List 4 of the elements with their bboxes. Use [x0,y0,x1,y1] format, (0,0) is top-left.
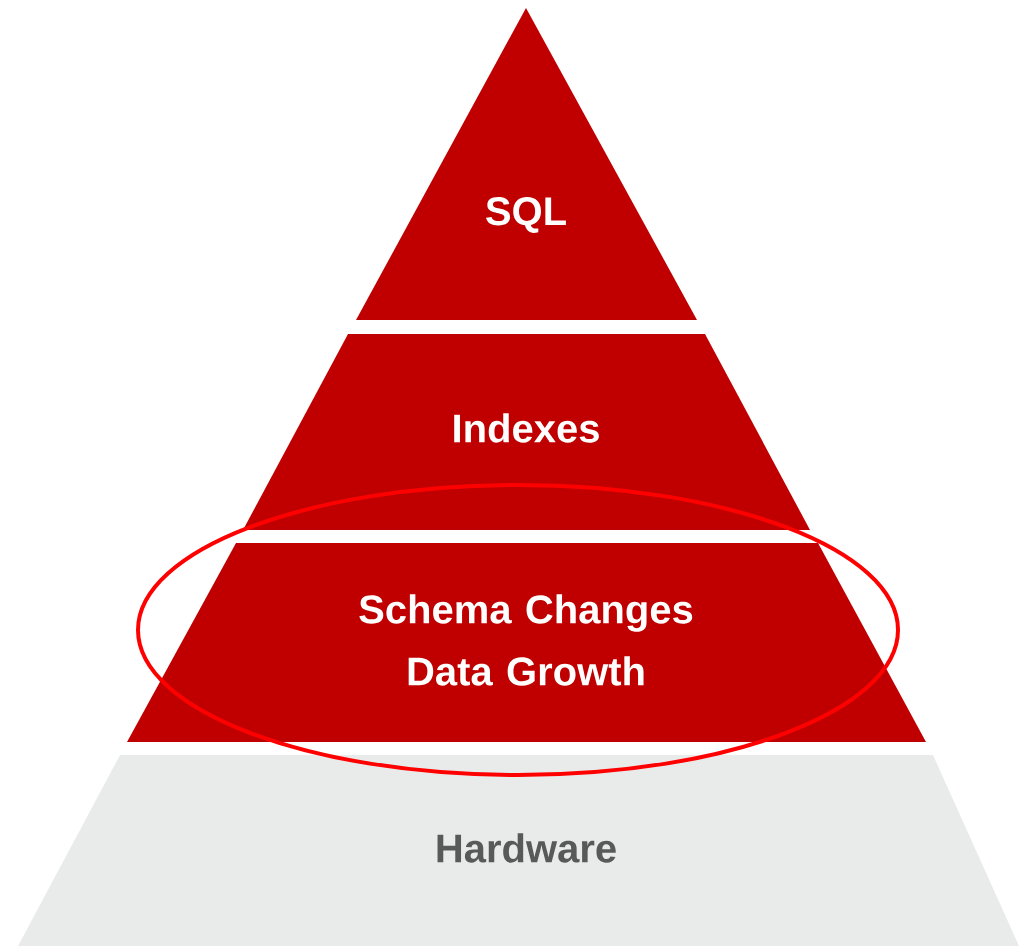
pyramid-tier: Schema Changes Data Growth [127,543,926,742]
pyramid-tier: SQL [356,8,697,320]
pyramid-tier: Hardware [18,755,1019,946]
pyramid-tier: Indexes [243,334,810,530]
